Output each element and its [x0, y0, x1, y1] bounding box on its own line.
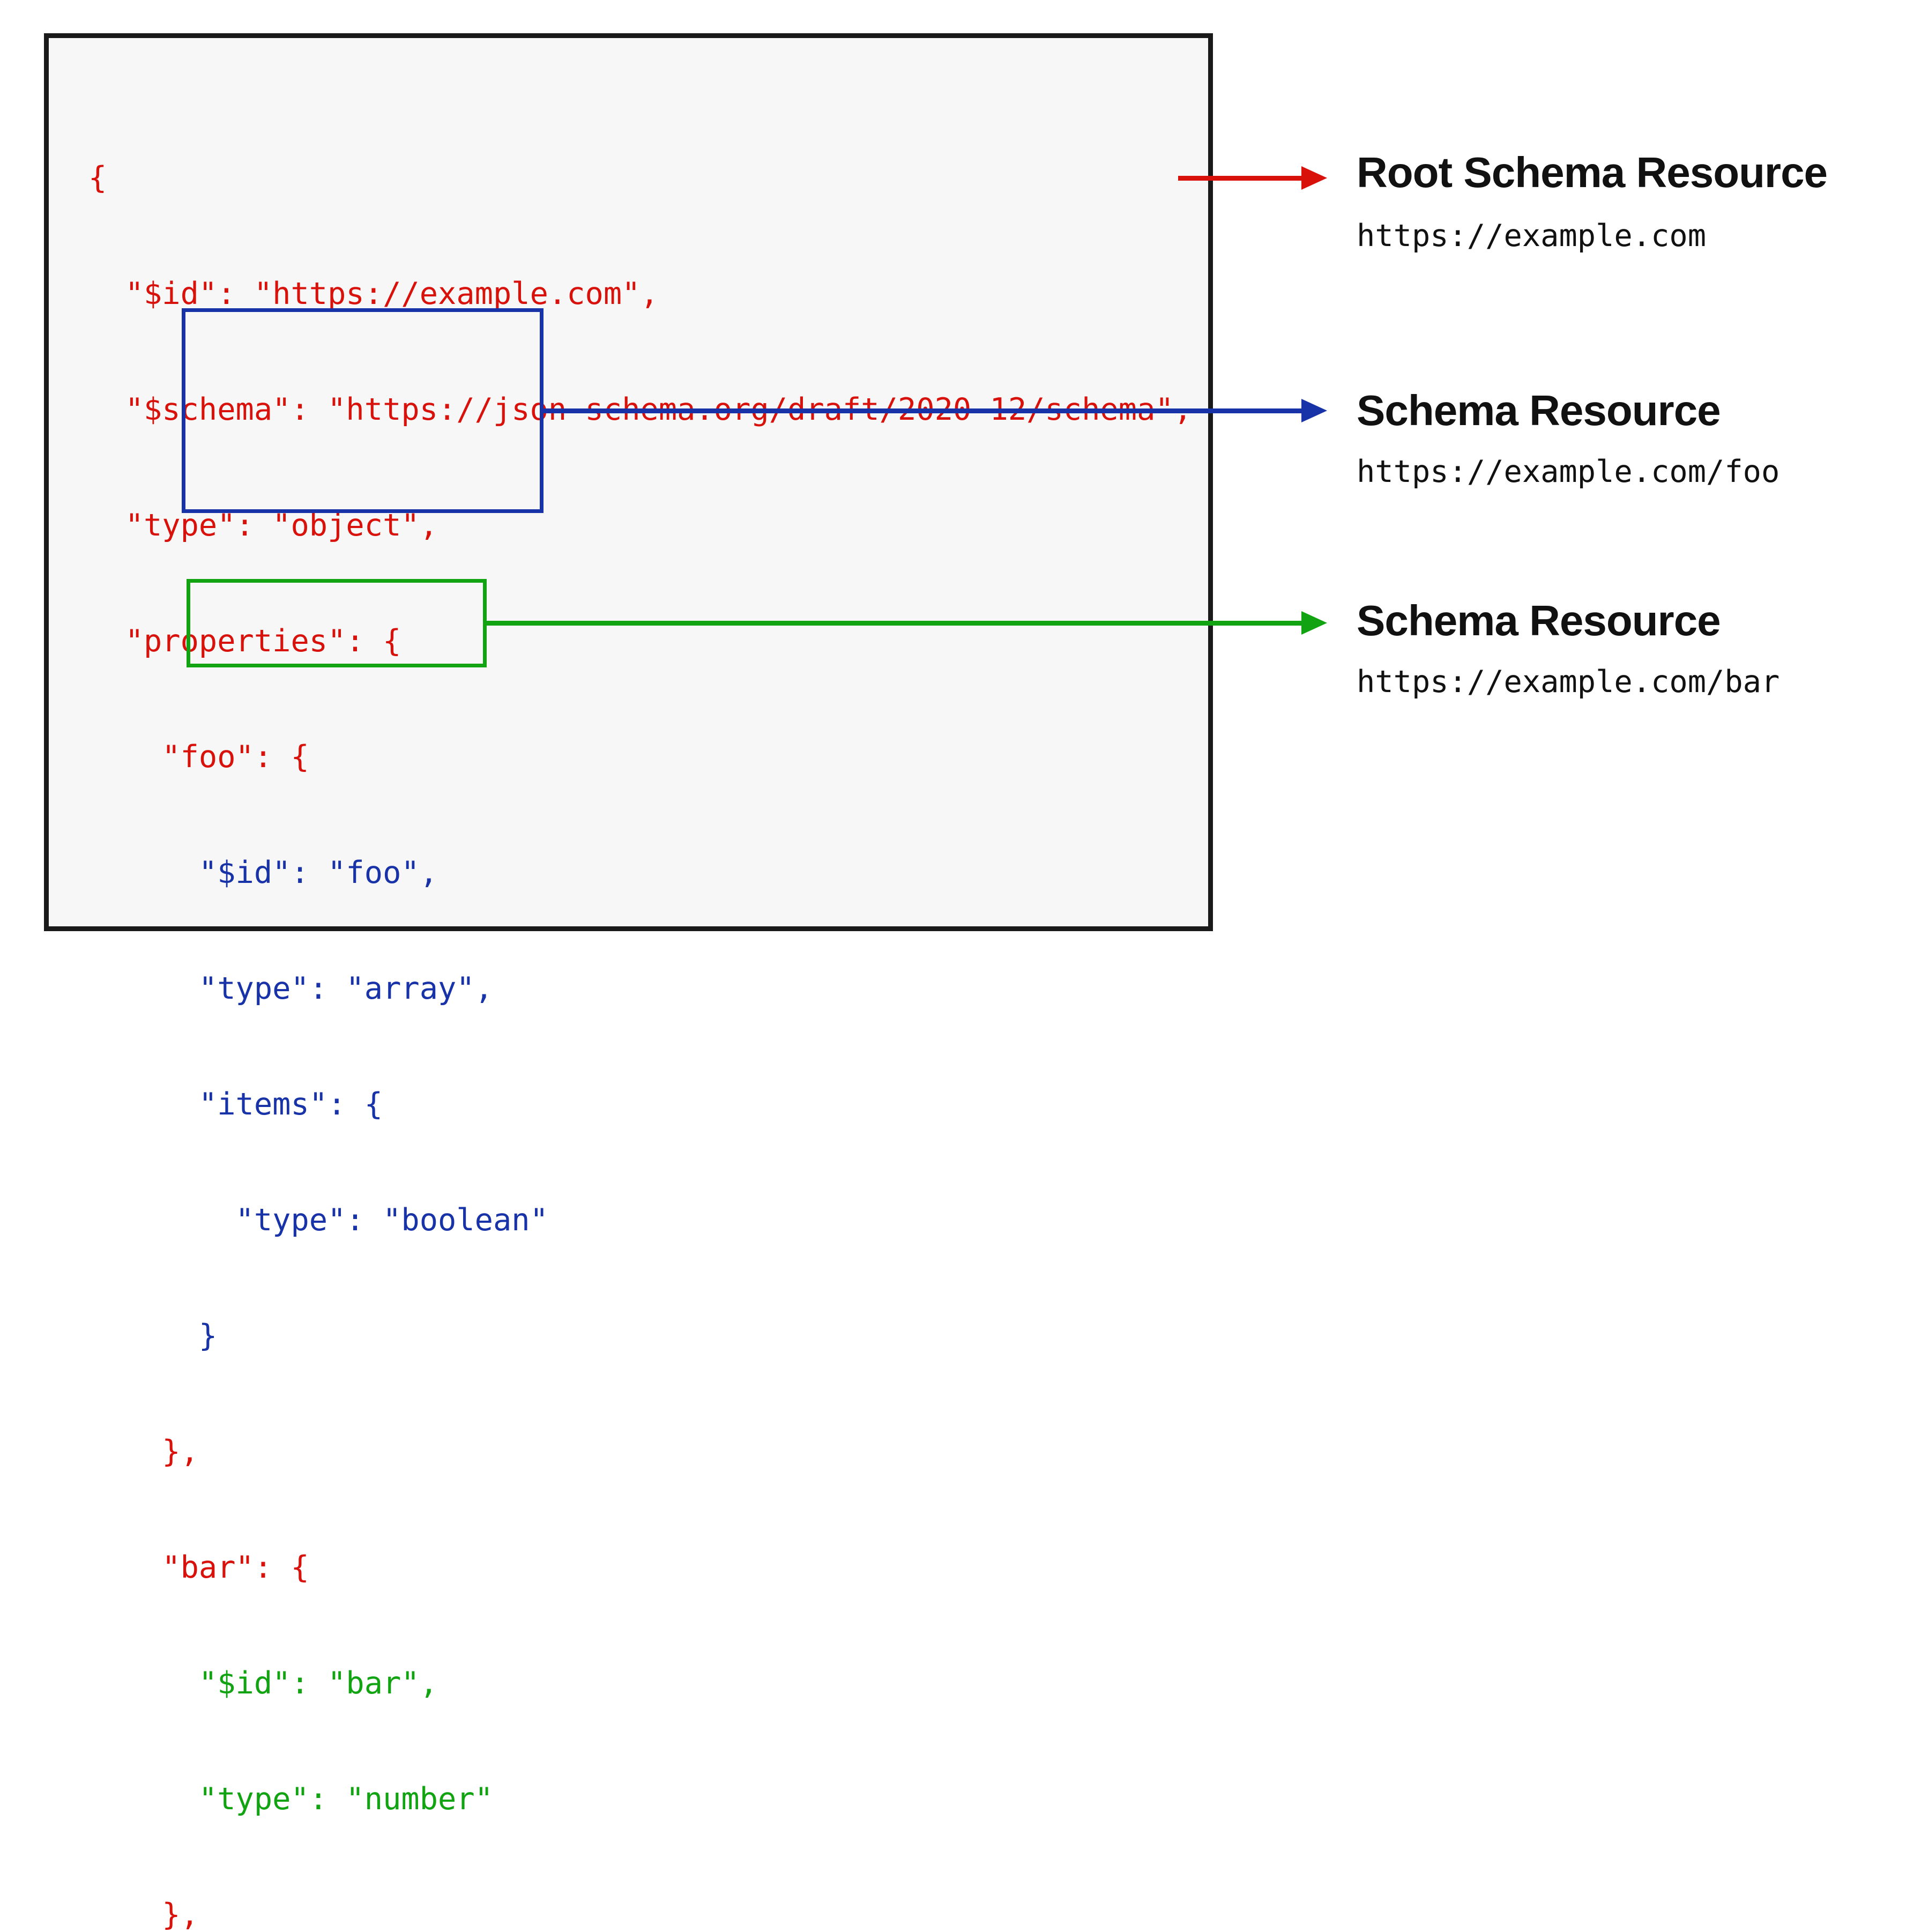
schema-code-panel	[44, 33, 1213, 931]
code-line: "$id": "foo",	[88, 855, 438, 890]
code-line: "bar": {	[88, 1550, 309, 1585]
code-line: "items": {	[88, 1087, 383, 1122]
code-line: },	[88, 1434, 199, 1469]
arrow-head-icon	[1301, 399, 1327, 422]
code-line: "type": "array",	[88, 971, 493, 1006]
annotation-url-root: https://example.com	[1357, 218, 1707, 254]
code-line: "type": "number"	[88, 1781, 493, 1817]
arrow-shaft	[542, 408, 1304, 413]
code-line: "$id": "bar",	[88, 1666, 438, 1701]
json-schema-resources-diagram: { "$id": "https://example.com", "$schema…	[44, 33, 1828, 1932]
code-line: "type": "boolean"	[88, 1202, 548, 1238]
code-line: },	[88, 1897, 199, 1932]
code-line: "foo": {	[88, 739, 309, 775]
arrow-shaft	[485, 621, 1304, 626]
code-line: "properties": {	[88, 623, 401, 659]
arrow-head-icon	[1301, 166, 1327, 190]
arrow-shaft	[1178, 176, 1304, 181]
annotation-title-root-schema-resource: Root Schema Resource	[1357, 148, 1828, 196]
annotation-url-foo: https://example.com/foo	[1357, 454, 1780, 489]
code-line: }	[88, 1318, 218, 1354]
code-line: "type": "object",	[88, 508, 438, 543]
code-line: {	[88, 160, 107, 196]
bar-schema-highlight-box	[187, 579, 487, 667]
annotation-title-bar-schema-resource: Schema Resource	[1357, 597, 1721, 644]
annotation-title-foo-schema-resource: Schema Resource	[1357, 387, 1721, 434]
code-line: "$id": "https://example.com",	[88, 276, 659, 311]
arrow-head-icon	[1301, 611, 1327, 635]
annotation-url-bar: https://example.com/bar	[1357, 664, 1780, 700]
foo-schema-highlight-box	[182, 308, 543, 513]
